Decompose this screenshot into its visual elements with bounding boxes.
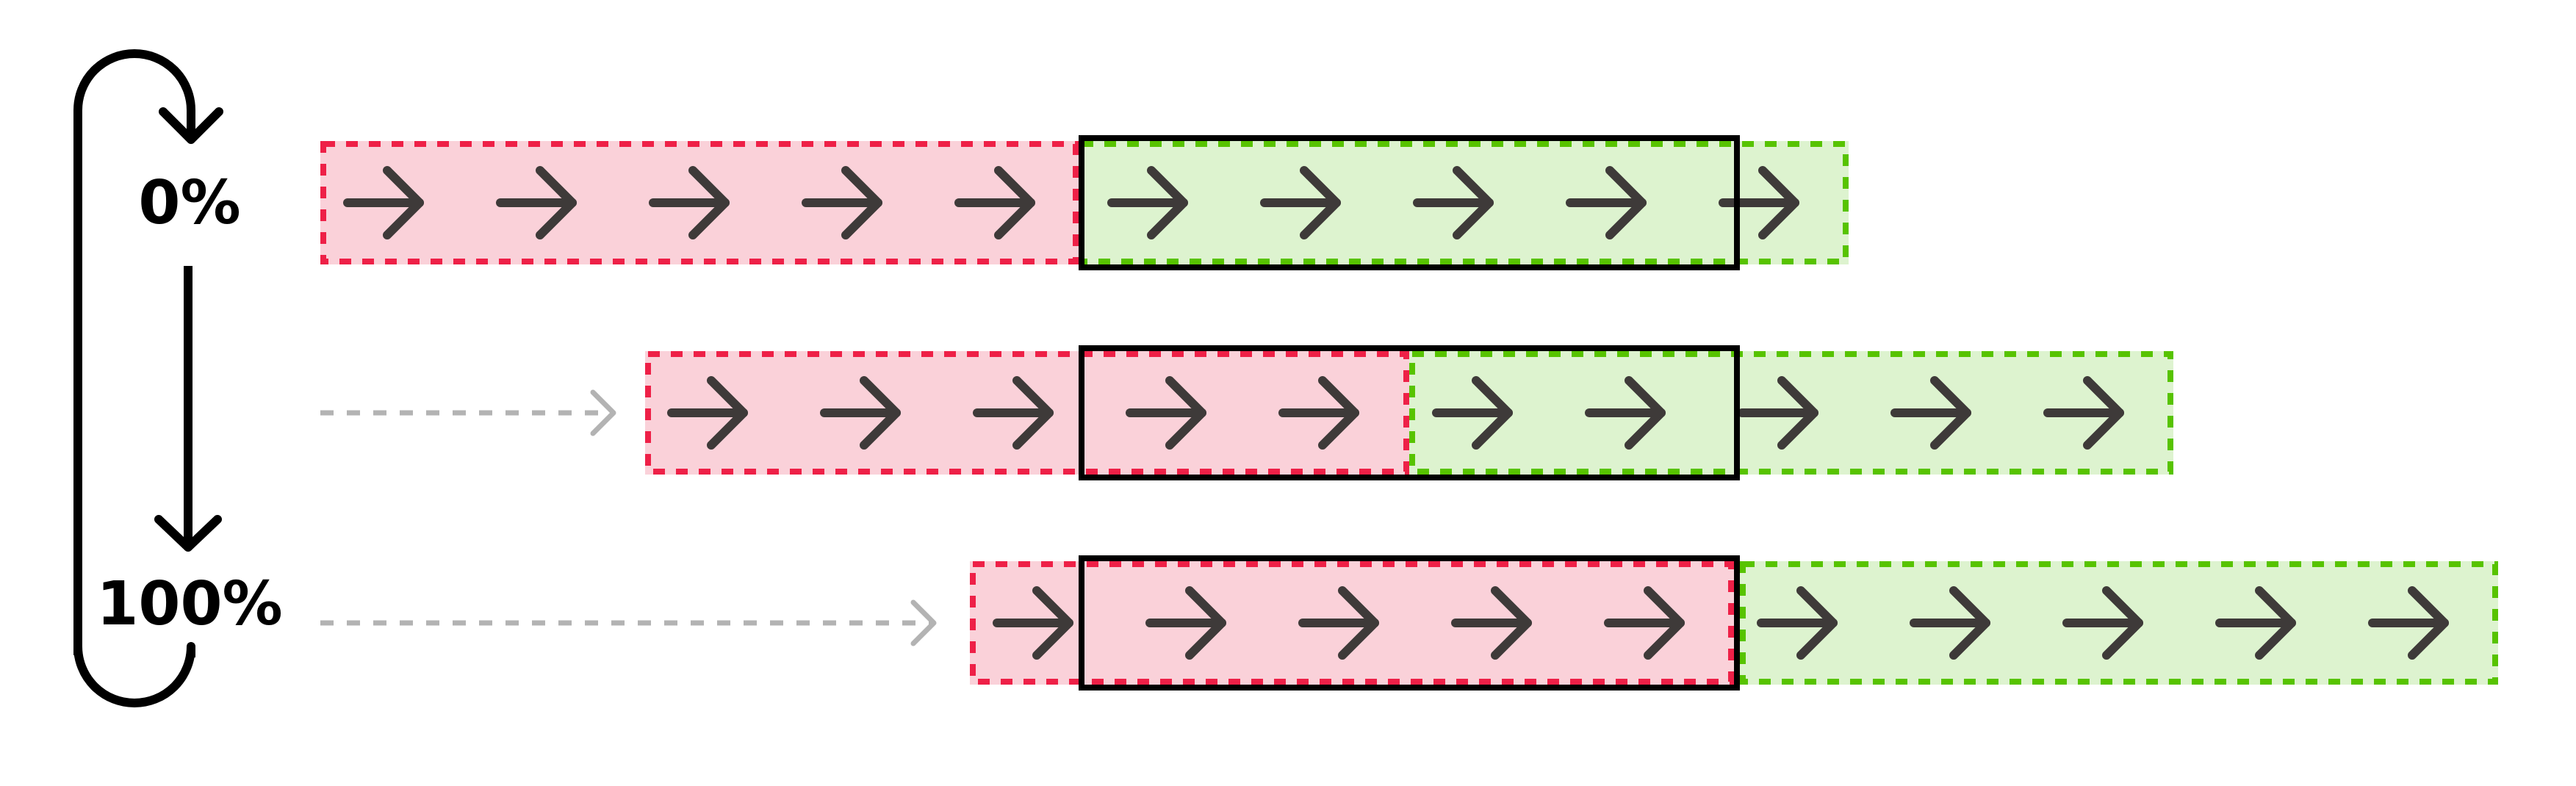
right-arrow-icon (667, 376, 748, 450)
right-arrow-icon (1278, 376, 1359, 450)
right-arrow-icon (1432, 376, 1513, 450)
right-arrow-icon (1910, 586, 1990, 660)
right-arrow-icon (496, 166, 577, 239)
right-arrow-icon (1107, 166, 1188, 239)
offset-dashed-arrow-icon (320, 389, 616, 436)
right-arrow-icon (1413, 166, 1494, 239)
right-arrow-icon (802, 166, 882, 239)
right-arrow-icon (1298, 586, 1379, 660)
viewport-frame (1079, 135, 1740, 270)
row-middle (320, 345, 2173, 480)
right-arrow-icon (2062, 586, 2143, 660)
viewport-frame (1079, 345, 1740, 480)
right-arrow-icon (1604, 586, 1685, 660)
right-arrow-icon (820, 376, 901, 450)
right-arrow-icon (1566, 166, 1647, 239)
right-arrow-icon (2215, 586, 2296, 660)
right-arrow-icon (973, 376, 1054, 450)
right-arrow-icon (2043, 376, 2124, 450)
progress-label-start: 0% (138, 168, 241, 238)
right-arrow-icon (1126, 376, 1206, 450)
outgoing-content-segment (970, 561, 1734, 685)
right-arrow-icon (1145, 586, 1226, 660)
progress-label-end: 100% (96, 569, 283, 639)
right-arrow-icon (1585, 376, 1666, 450)
right-arrow-icon (343, 166, 424, 239)
right-arrow-icon (954, 166, 1035, 239)
offset-dashed-arrow-icon (320, 599, 937, 646)
right-arrow-icon (649, 166, 730, 239)
right-arrow-icon (1260, 166, 1341, 239)
incoming-content-segment (1079, 141, 1849, 264)
row-100-percent (320, 555, 2498, 691)
right-arrow-icon (1738, 376, 1818, 450)
right-arrow-icon (993, 586, 1073, 660)
loop-arrow-icon (73, 49, 223, 707)
right-arrow-icon (1890, 376, 1971, 450)
incoming-content-segment (1740, 561, 2498, 685)
right-arrow-icon (2368, 586, 2449, 660)
right-arrow-icon (1757, 586, 1838, 660)
outgoing-content-segment (645, 351, 1409, 475)
outgoing-content-segment (320, 141, 1079, 264)
incoming-content-segment (1409, 351, 2173, 475)
viewport-frame (1079, 555, 1740, 691)
right-arrow-icon (1451, 586, 1532, 660)
row-0-percent (320, 135, 1849, 270)
